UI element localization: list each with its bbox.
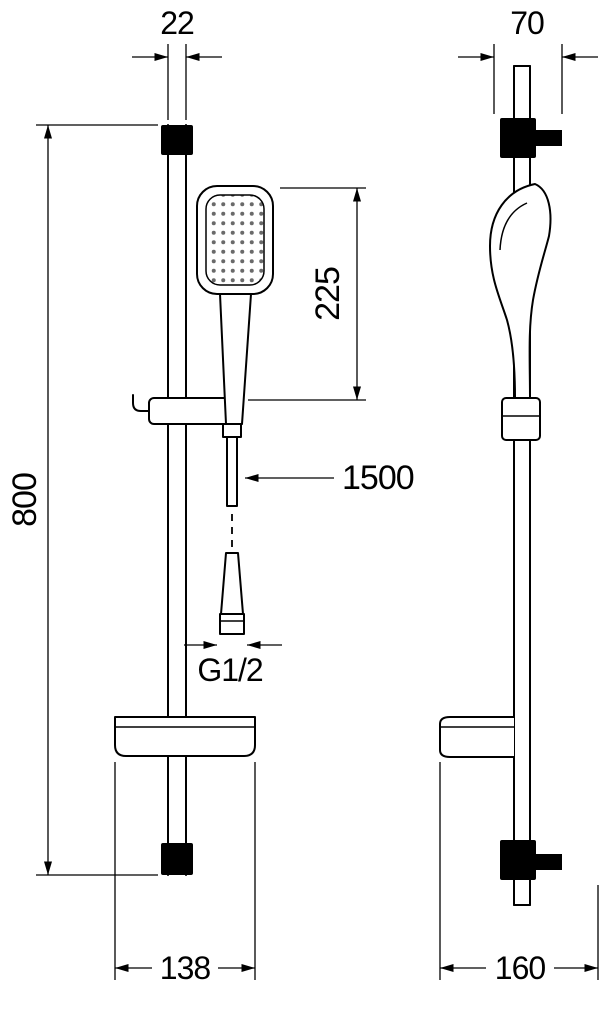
side-slider-holder <box>501 397 541 441</box>
handshower-spray-face <box>205 194 265 286</box>
handshower-handle <box>219 293 252 425</box>
dim-rail-height-label: 800 <box>6 473 44 527</box>
side-bottom-bracket-arm <box>536 854 562 870</box>
slider-holder <box>148 397 238 425</box>
dimension-bracket-depth: 70 <box>458 5 598 114</box>
side-top-wall-bracket <box>500 118 536 158</box>
soap-dish-front <box>114 716 256 757</box>
dimension-rail-width: 22 <box>132 5 222 120</box>
slider-hook <box>132 394 150 412</box>
side-view <box>439 65 562 906</box>
side-bottom-wall-bracket <box>500 840 536 880</box>
dimension-base-width-front: 138 <box>114 762 256 986</box>
label-hose-length: 1500 <box>245 459 415 497</box>
dim-thread-size-label: G1/2 <box>197 652 263 688</box>
handshower-side-profile-accent <box>499 202 528 251</box>
hose-top-nut <box>222 423 242 438</box>
side-top-bracket-arm <box>536 130 562 146</box>
front-top-wall-bracket <box>161 125 193 155</box>
dimension-handset-length: 225 <box>248 187 366 401</box>
dimension-thread-size: G1/2 <box>184 641 282 688</box>
dimension-rail-height: 800 <box>6 124 158 876</box>
dim-bracket-depth-label: 70 <box>510 5 544 41</box>
handshower-side-profile <box>489 183 552 399</box>
front-bottom-wall-bracket <box>161 843 193 875</box>
dim-hose-length-label: 1500 <box>342 459 414 497</box>
hose-connector-cone <box>220 552 244 615</box>
soap-dish-side <box>439 716 514 758</box>
front-view <box>114 124 274 876</box>
dim-base-width-front-label: 138 <box>160 950 211 986</box>
shower-hose-upper <box>226 436 238 507</box>
dimension-base-depth-side: 160 <box>439 762 599 986</box>
dim-base-depth-side-label: 160 <box>495 950 546 986</box>
dim-handset-length-label: 225 <box>309 267 347 321</box>
hose-connector-nut <box>219 613 245 635</box>
dim-rail-width-label: 22 <box>160 5 194 41</box>
